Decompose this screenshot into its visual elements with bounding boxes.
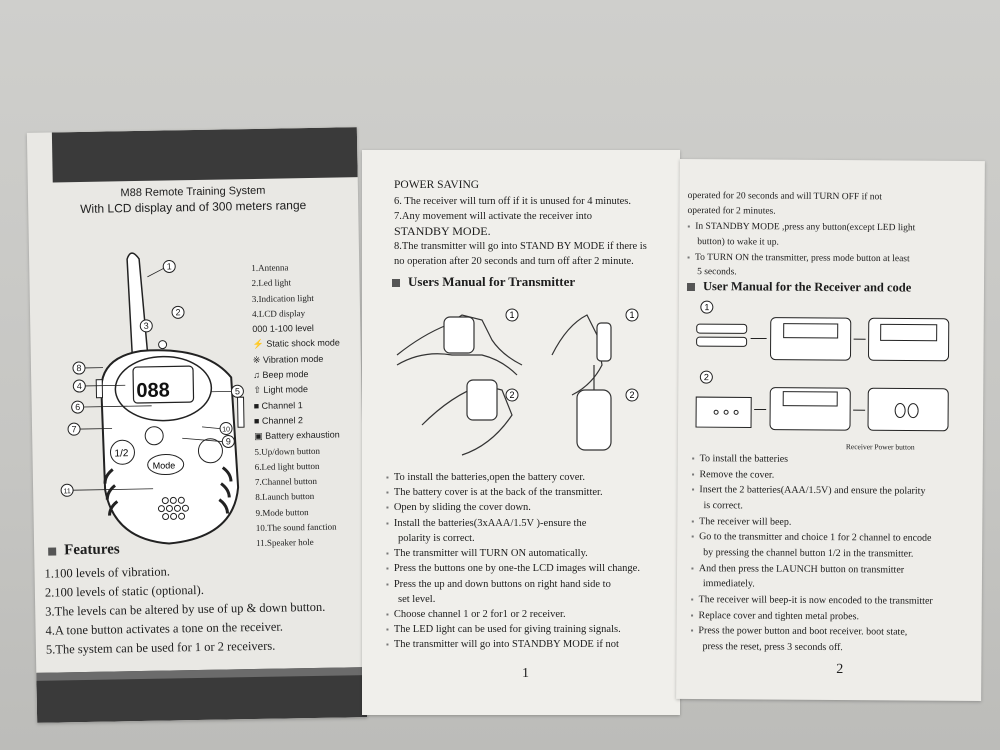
svg-text:1: 1 (167, 261, 172, 271)
channel-1-icon: ■ (253, 400, 260, 411)
legend-item: 8.Launch button (255, 491, 315, 503)
svg-text:Mode: Mode (153, 460, 176, 470)
svg-text:1/2: 1/2 (114, 448, 129, 459)
page-number: 2 (836, 662, 844, 678)
legend-item: 5.Up/down button (254, 445, 321, 457)
svg-text:9: 9 (226, 436, 231, 446)
lcd-text: 088 (136, 379, 170, 402)
svg-text:8: 8 (76, 363, 81, 373)
legend-item: ■ Channel 2 (253, 415, 304, 426)
legend-item: 4.LCD display (251, 307, 306, 319)
receiver-illustration: 12 (695, 300, 950, 432)
led-light-button (144, 426, 164, 446)
legend-item: 3.Indication light (251, 292, 314, 304)
legend-item: ⚡ Static shock mode (252, 337, 340, 350)
svg-text:2: 2 (704, 372, 709, 382)
battery-icon: ▣ (254, 431, 263, 442)
legend-item: 7.Channel button (254, 476, 318, 488)
svg-text:6: 6 (75, 402, 80, 412)
legend-item: 1.Antenna (251, 262, 289, 274)
svg-text:1: 1 (704, 302, 709, 312)
legend-item: 9.Mode button (255, 506, 309, 518)
svg-text:2: 2 (175, 307, 180, 317)
right-page: operated for 20 seconds and will TURN OF… (676, 158, 985, 702)
power-saving-text: 6. The receiver will turn off if it is u… (394, 196, 647, 267)
legend-item: 11.Speaker hole (255, 537, 314, 549)
svg-text:5: 5 (235, 386, 240, 396)
receiver-heading: User Manual for the Receiver and code (686, 279, 911, 296)
footer-bar (36, 667, 368, 723)
standby-text: operated for 20 seconds and will TURN OF… (687, 189, 915, 282)
features-list: 1.100 levels of vibration. 2.100 levels … (44, 560, 326, 660)
receiver-instructions: To install the batteries Remove the cove… (690, 451, 933, 656)
svg-text:10: 10 (222, 426, 230, 433)
mode-button (147, 454, 185, 476)
legend-item: ■ Channel 1 (253, 399, 303, 411)
left-page: M88 Remote Training System With LCD disp… (26, 127, 368, 723)
transmitter-heading: Users Manual for Transmitter (392, 274, 575, 290)
legend-item: ⇧ Light mode (253, 384, 309, 396)
legend-item: 2.Led light (251, 277, 292, 289)
product-subtitle: With LCD display and of 300 meters range (80, 198, 307, 217)
static-shock-icon: ⚡ (252, 339, 264, 350)
component-legend: 1.Antenna 2.Led light 3.Indication light… (251, 260, 343, 552)
features-heading: Features (48, 541, 120, 559)
channel-button (109, 439, 135, 465)
feature-item: 5.The system can be used for 1 or 2 rece… (45, 638, 276, 657)
legend-item: ♫ Beep mode (253, 369, 309, 381)
header-bar (51, 127, 358, 183)
battery-install-illustration: 1 1 2 2 (396, 308, 639, 456)
legend-item: ▣ Battery exhaustion (254, 429, 340, 442)
legend-item: 6.Led light button (254, 460, 320, 472)
light-icon: ⇧ (253, 385, 262, 396)
svg-text:2: 2 (629, 390, 634, 400)
beep-icon: ♫ (253, 369, 260, 381)
svg-text:1: 1 (629, 310, 634, 320)
svg-text:3: 3 (144, 321, 149, 331)
power-saving-title: POWER SAVING (394, 179, 480, 191)
svg-text:7: 7 (71, 424, 76, 434)
middle-page: POWER SAVING 6. The receiver will turn o… (362, 150, 680, 715)
vibration-icon: ※ (252, 354, 261, 365)
legend-item: 10.The sound fanction (255, 521, 337, 534)
legend-item: 000 1-100 level (252, 323, 314, 335)
launch-button (197, 438, 223, 464)
channel-2-icon: ■ (253, 415, 260, 426)
transmitter-instructions: To install the batteries,open the batter… (386, 470, 640, 653)
svg-text:1: 1 (509, 310, 514, 320)
legend-item: ※ Vibration mode (252, 353, 324, 365)
transmitter-diagram: 088 1/2 Mode (95, 252, 245, 545)
svg-text:4: 4 (77, 381, 82, 391)
svg-text:11: 11 (63, 488, 70, 495)
page-number: 1 (522, 666, 529, 681)
callout-markers: 1 2 3 8 4 6 7 5 9 10 11 (60, 259, 244, 497)
speaker-hole (157, 496, 189, 521)
svg-text:2: 2 (509, 390, 514, 400)
